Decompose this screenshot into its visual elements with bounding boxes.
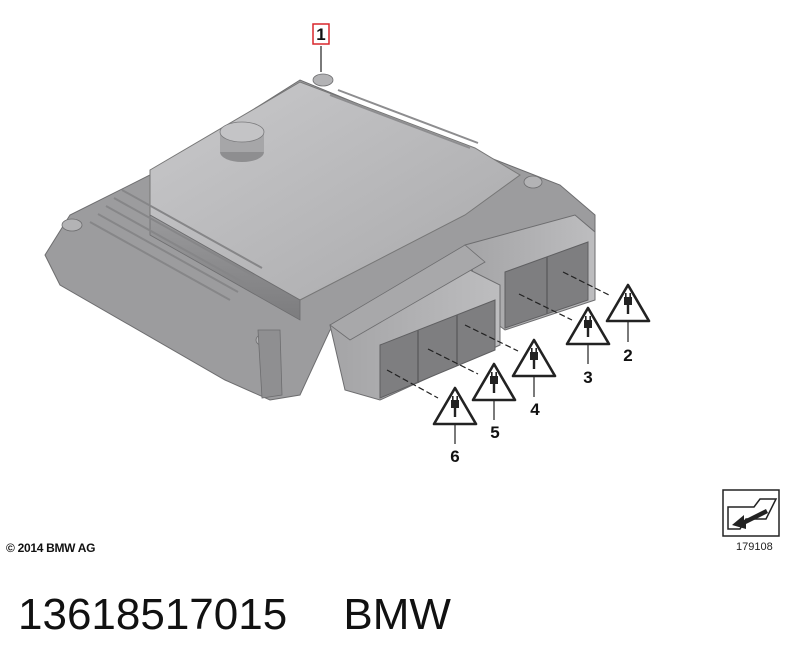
plug-warning-icon: [432, 283, 651, 426]
copyright-notice: © 2014 BMW AG: [6, 541, 96, 555]
plug-warning-icon: [432, 386, 478, 426]
callout-5-label[interactable]: 5: [490, 423, 499, 442]
arrow-sheet-icon: [722, 489, 780, 537]
plug-warning-icon: [605, 283, 651, 323]
callout-1[interactable]: 1: [312, 23, 330, 72]
part-info: 13618517015 BMW: [18, 590, 451, 640]
callout-leaders: [386, 271, 612, 399]
callout-1-highlight: [312, 23, 330, 45]
plug-warning-icon: [471, 362, 517, 402]
reference-number: 179108: [736, 541, 773, 553]
part-number: 13618517015: [18, 590, 288, 639]
plug-warning-icon: [565, 306, 611, 346]
ecu-exploded-diagram: 1: [44, 23, 651, 466]
callout-6-label[interactable]: 6: [450, 447, 459, 466]
callout-1-label: 1: [316, 25, 325, 44]
ecu-housing: [44, 73, 596, 401]
callout-3-label[interactable]: 3: [583, 368, 592, 387]
callout-4-label[interactable]: 4: [530, 400, 540, 419]
plug-warning-icon: [511, 338, 557, 378]
part-brand: BMW: [343, 590, 451, 639]
callout-2-label[interactable]: 2: [623, 346, 632, 365]
